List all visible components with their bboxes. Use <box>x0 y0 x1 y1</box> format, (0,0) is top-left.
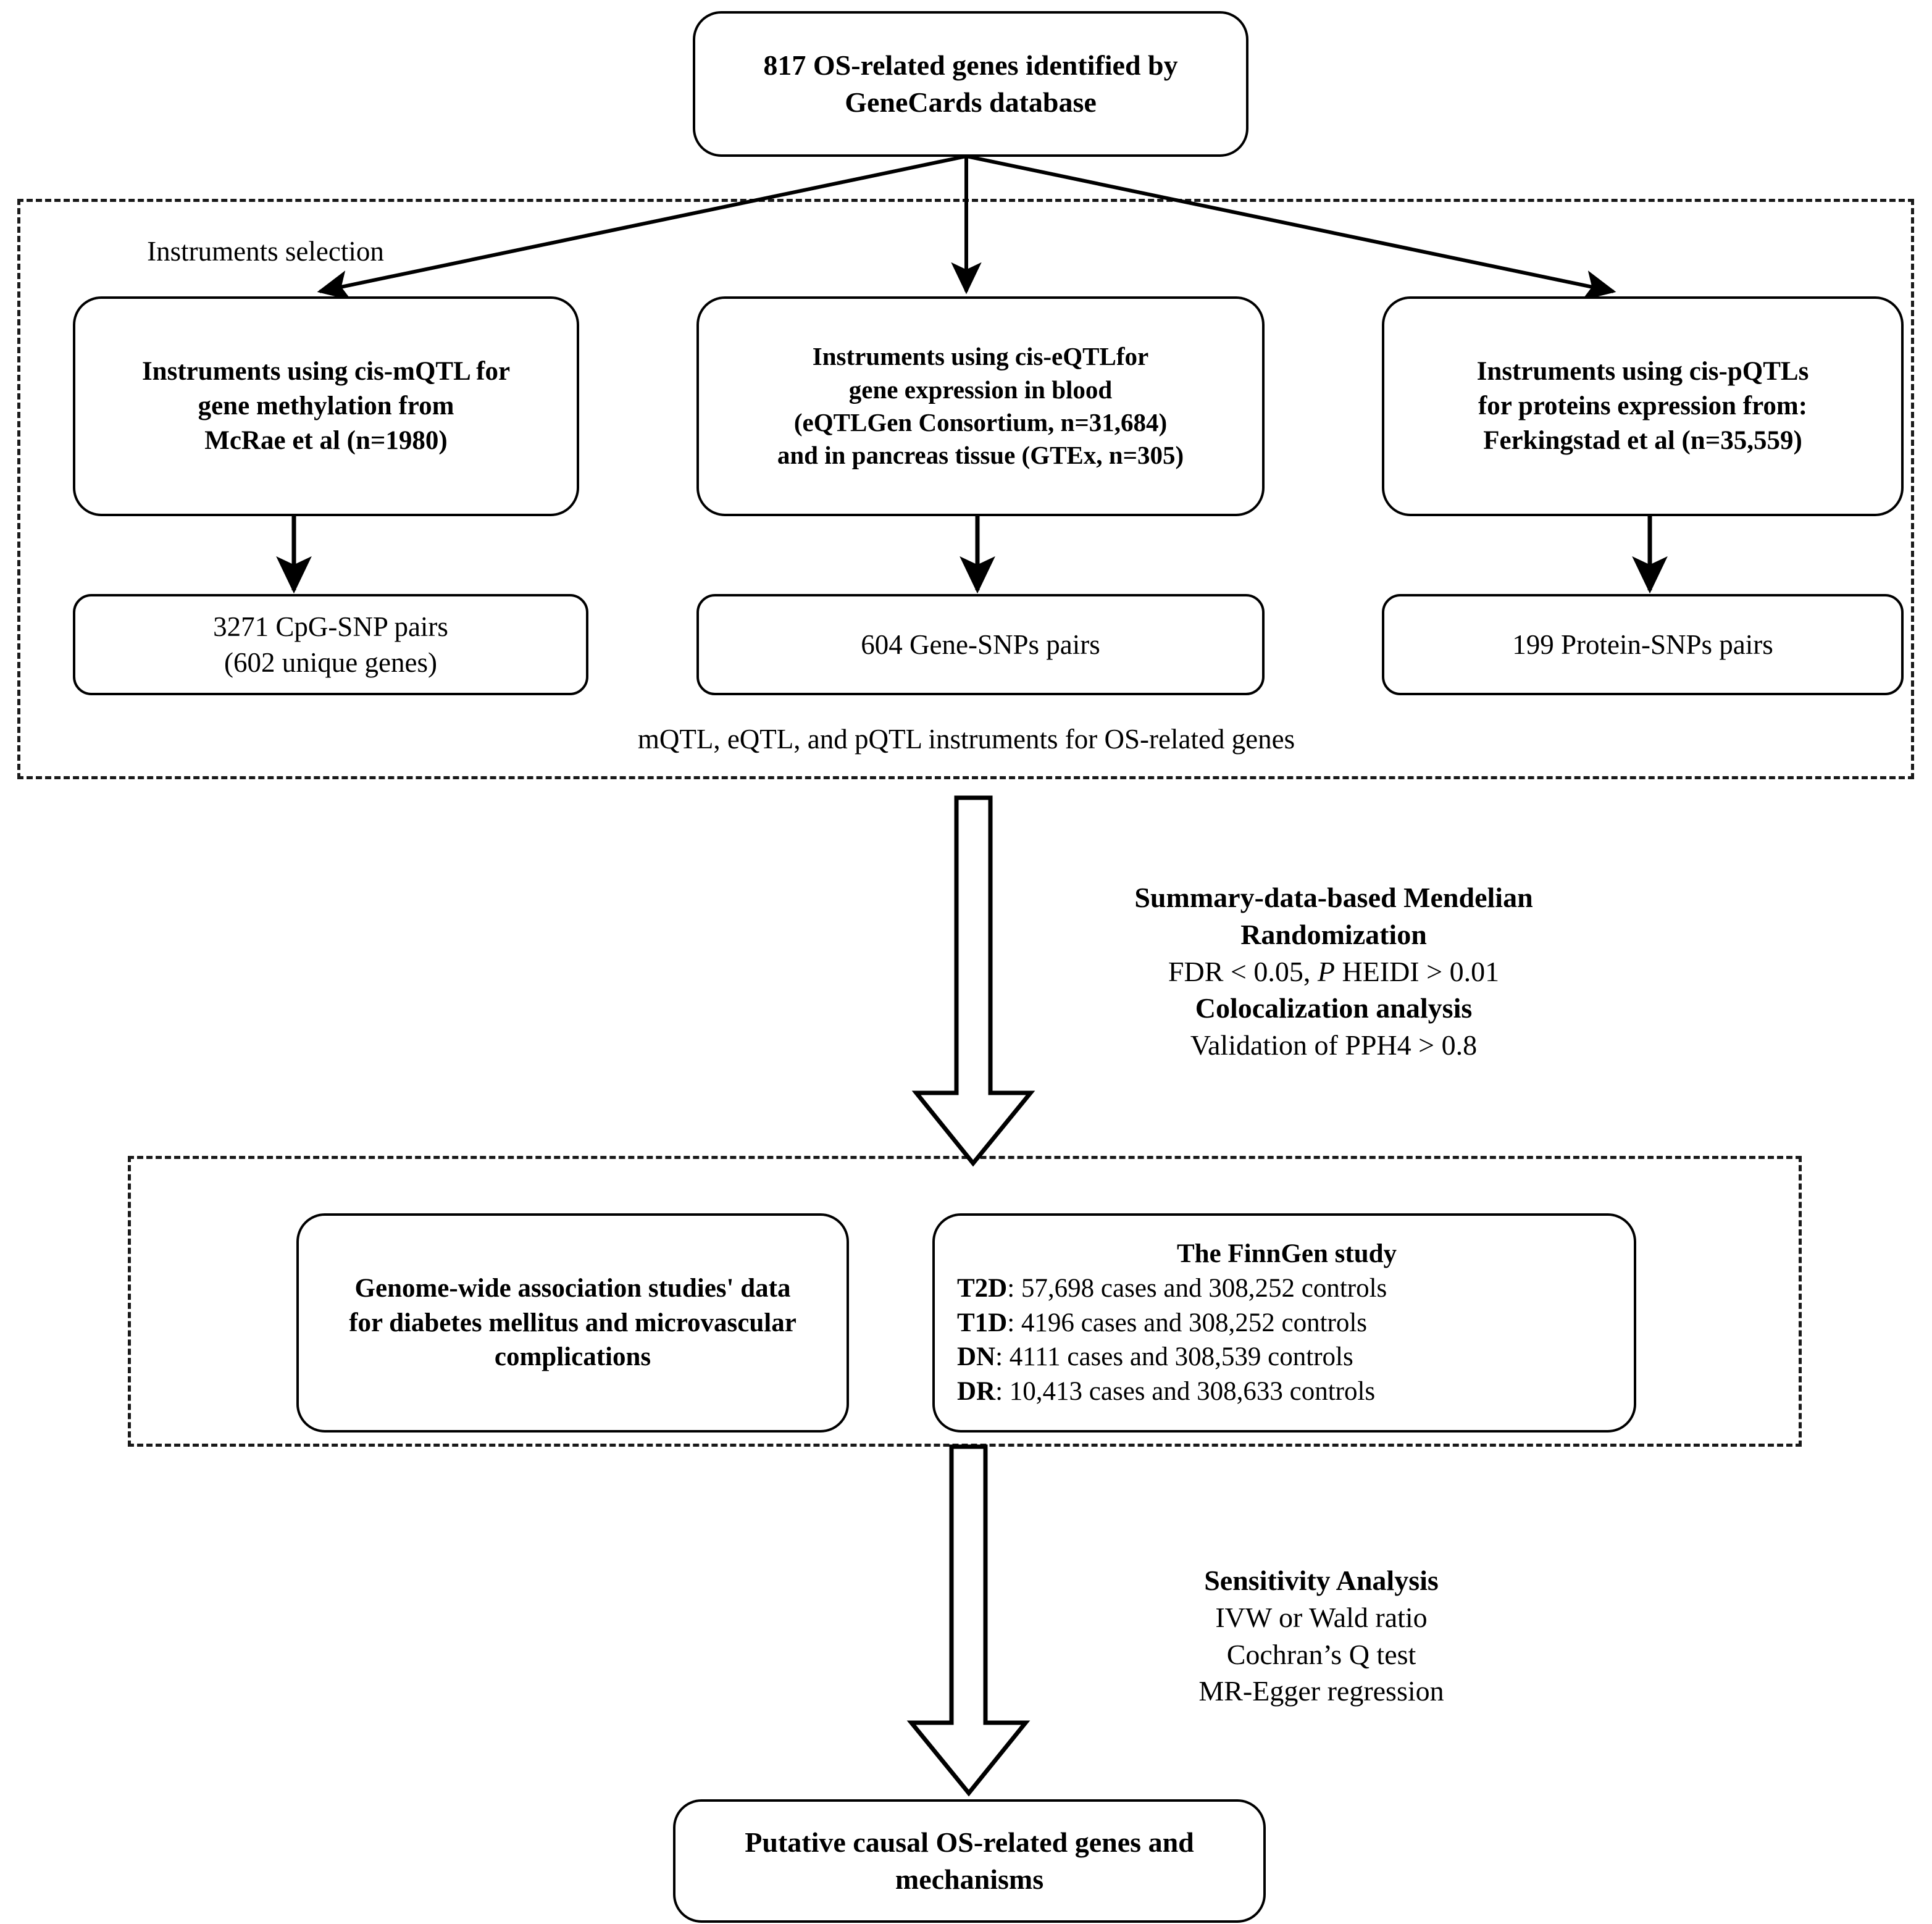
finngen-row-dn-label: DN <box>957 1342 996 1372</box>
finngen-row-dn: DN: 4111 cases and 308,539 controls <box>957 1340 1353 1374</box>
eqtl-line-2: gene expression in blood <box>848 375 1113 404</box>
sensitivity-item-mregger: MR-Egger regression <box>1198 1675 1444 1707</box>
node-mqtl-source: Instruments using cis-mQTL for gene meth… <box>73 296 579 516</box>
pqtl-result-line-1: 199 Protein-SNPs pairs <box>1512 629 1773 660</box>
smr-criteria-p-italic: P <box>1317 955 1335 987</box>
conclusion-line-1: Putative causal OS-related genes and <box>745 1826 1194 1859</box>
label-instruments-selection: Instruments selection <box>147 236 384 267</box>
genecards-line-2: GeneCards database <box>845 86 1097 118</box>
finngen-row-t2d: T2D: 57,698 cases and 308,252 controls <box>957 1271 1387 1306</box>
finngen-heading: The FinnGen study <box>1176 1239 1397 1268</box>
coloc-heading: Colocalization analysis <box>1195 992 1473 1024</box>
pqtl-line-2: for proteins expression from: <box>1478 391 1808 421</box>
mqtl-result-line-1: 3271 CpG-SNP pairs <box>213 611 448 642</box>
smr-heading-line-1: Summary-data-based Mendelian <box>1134 882 1533 913</box>
block-arrow-smr <box>911 795 1035 1167</box>
node-pqtl-result: 199 Protein-SNPs pairs <box>1382 594 1904 695</box>
eqtl-line-4: and in pancreas tissue (GTEx, n=305) <box>777 441 1184 470</box>
finngen-row-dr-label: DR <box>957 1377 996 1407</box>
gwas-line-2: for diabetes mellitus and microvascular <box>349 1308 797 1337</box>
node-eqtl-source: Instruments using cis-eQTLfor gene expre… <box>696 296 1265 516</box>
node-mqtl-result: 3271 CpG-SNP pairs (602 unique genes) <box>73 594 588 695</box>
finngen-row-dn-value: : 4111 cases and 308,539 controls <box>995 1342 1353 1372</box>
eqtl-line-3: (eQTLGen Consortium, n=31,684) <box>793 408 1168 437</box>
node-conclusion: Putative causal OS-related genes and mec… <box>673 1799 1266 1923</box>
annotation-sensitivity: Sensitivity Analysis IVW or Wald ratio C… <box>1050 1562 1593 1710</box>
caption-instruments-group: mQTL, eQTL, and pQTL instruments for OS-… <box>637 724 1295 755</box>
sensitivity-item-ivw: IVW or Wald ratio <box>1215 1601 1428 1633</box>
finngen-row-t2d-label: T2D <box>957 1273 1008 1303</box>
conclusion-line-2: mechanisms <box>895 1863 1044 1895</box>
mqtl-line-3: McRae et al (n=1980) <box>204 425 448 455</box>
gwas-line-3: complications <box>494 1342 651 1372</box>
node-pqtl-source: Instruments using cis-pQTLs for proteins… <box>1382 296 1904 516</box>
coloc-criteria: Validation of PPH4 > 0.8 <box>1190 1029 1478 1061</box>
sensitivity-heading: Sensitivity Analysis <box>1204 1565 1439 1596</box>
node-gwas-outcomes: Genome-wide association studies' data fo… <box>296 1213 849 1433</box>
finngen-row-t2d-value: : 57,698 cases and 308,252 controls <box>1007 1273 1387 1303</box>
gwas-line-1: Genome-wide association studies' data <box>354 1273 791 1303</box>
finngen-row-t1d: T1D: 4196 cases and 308,252 controls <box>957 1306 1367 1341</box>
genecards-line-1: 817 OS-related genes identified by <box>763 49 1178 82</box>
finngen-row-t1d-value: : 4196 cases and 308,252 controls <box>1007 1308 1368 1337</box>
eqtl-result-line-1: 604 Gene-SNPs pairs <box>861 629 1100 660</box>
pqtl-line-3: Ferkingstad et al (n=35,559) <box>1483 425 1802 455</box>
smr-criteria-pre: FDR < 0.05, <box>1168 955 1318 987</box>
block-arrow-sensitivity <box>906 1444 1031 1797</box>
smr-criteria-post: HEIDI > 0.01 <box>1334 955 1500 987</box>
mqtl-result-line-2: (602 unique genes) <box>224 647 437 678</box>
annotation-smr-coloc: Summary-data-based Mendelian Randomizati… <box>1050 879 1618 1064</box>
finngen-row-t1d-label: T1D <box>957 1308 1008 1337</box>
node-genecards-source: 817 OS-related genes identified by GeneC… <box>693 11 1248 157</box>
smr-criteria: FDR < 0.05, P HEIDI > 0.01 <box>1050 953 1618 990</box>
node-finngen-study: The FinnGen study T2D: 57,698 cases and … <box>932 1213 1636 1433</box>
smr-heading-line-2: Randomization <box>1240 918 1427 950</box>
finngen-row-dr-value: : 10,413 cases and 308,633 controls <box>995 1377 1376 1407</box>
sensitivity-item-cochran: Cochran’s Q test <box>1226 1638 1416 1670</box>
eqtl-line-1: Instruments using cis-eQTLfor <box>812 342 1149 371</box>
mqtl-line-1: Instruments using cis-mQTL for <box>141 357 511 387</box>
node-eqtl-result: 604 Gene-SNPs pairs <box>696 594 1265 695</box>
mqtl-line-2: gene methylation from <box>198 391 454 421</box>
finngen-row-dr: DR: 10,413 cases and 308,633 controls <box>957 1374 1375 1409</box>
pqtl-line-1: Instruments using cis-pQTLs <box>1476 357 1809 387</box>
